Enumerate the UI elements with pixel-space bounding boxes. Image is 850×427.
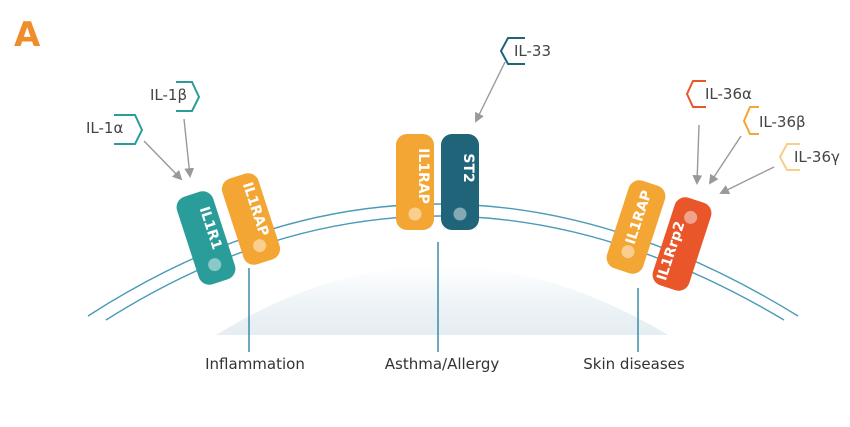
disease-label-asthma: Asthma/Allergy: [385, 355, 500, 373]
arrow-il33: [475, 61, 506, 123]
panel-label: A: [14, 15, 41, 55]
disease-label-inflammation: Inflammation: [205, 355, 305, 373]
receptor-label-il1rap-center: IL1RAP: [415, 148, 431, 204]
ligand-label-il1b: IL-1β: [150, 86, 187, 104]
il33-ligand-icon: [499, 37, 525, 65]
il36b-ligand-icon: [742, 106, 759, 135]
ligand-label-il33: IL-33: [514, 42, 551, 60]
receptor-label-st2: ST2: [460, 153, 476, 182]
il36a-ligand-icon: [685, 80, 706, 108]
arrow-il36b: [708, 135, 742, 185]
cell-interior: [216, 266, 669, 335]
arrow-il1b: [183, 118, 195, 178]
disease-label-skin: Skin diseases: [583, 355, 685, 373]
arrow-il1a: [143, 140, 183, 181]
receptor-il1rap-left: IL1RAP: [221, 173, 281, 265]
ligand-label-il36a: IL-36α: [705, 85, 752, 103]
arrow-il36a: [692, 124, 703, 185]
receptor-il1rap-center: IL1RAP: [396, 134, 434, 230]
il1b-ligand-icon: [176, 81, 201, 112]
il1a-ligand-icon: [114, 114, 144, 145]
receptor-st2: ST2: [441, 134, 479, 230]
ligand-label-il36b: IL-36β: [759, 113, 806, 131]
ligand-label-il1a: IL-1α: [86, 119, 123, 137]
ligand-label-il36g: IL-36γ: [794, 148, 840, 166]
il36g-ligand-icon: [778, 143, 800, 171]
receptor-il1rap-right: IL1RAP: [606, 180, 666, 274]
arrow-il36g: [719, 166, 775, 194]
